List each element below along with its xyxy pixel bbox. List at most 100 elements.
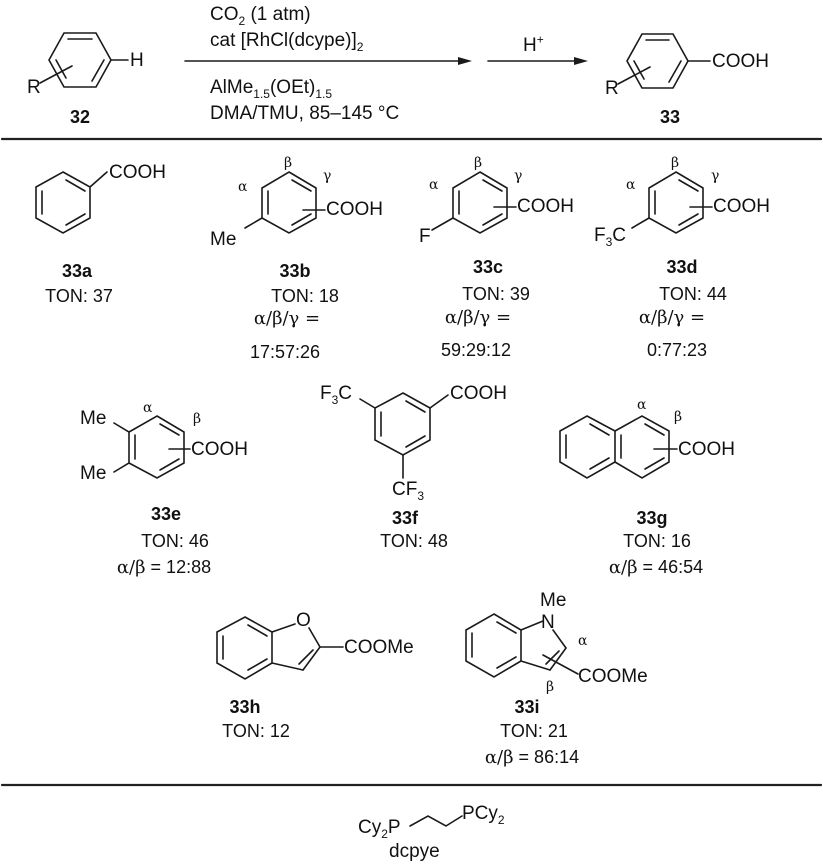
entry-33i-beta: β (546, 679, 555, 695)
ligand-backbone (409, 815, 463, 827)
entry-33e-ring (113, 415, 191, 479)
entry-33i-alpha: α (578, 633, 588, 649)
entry-33b-substituent: Me (210, 229, 237, 250)
entry-33b-ratio: 17:57:26 (249, 342, 321, 362)
reactant-32-ring (39, 32, 129, 88)
entry-33h-ton: TON: 12 (222, 721, 290, 741)
entry-33e-substituent-2: Me (80, 463, 107, 484)
entry-33c-ton: TON: 39 (462, 284, 530, 304)
entry-33c-number: 33c (472, 257, 504, 277)
entry-33i-ring (465, 613, 579, 678)
entry-33d-ring (631, 171, 713, 234)
second-step-acid: H+ (523, 32, 544, 55)
entry-33b-number: 33b (279, 261, 311, 281)
entry-33c-beta: β (474, 155, 483, 171)
entry-33c-gamma: γ (514, 168, 523, 184)
ligand-left-cy: Cy (358, 817, 382, 838)
entry-33f-substituent-2: CF3 (392, 480, 424, 502)
entry-33b-ton: TON: 18 (271, 286, 339, 306)
entry-33f-group: COOH (450, 383, 507, 404)
entry-33g-ring (559, 415, 678, 479)
entry-33i-ratio-label: α/β (484, 747, 514, 768)
entry-33a-ring (35, 171, 108, 234)
entry-33b-ratio-label: α/β/γ = (253, 308, 321, 329)
product-r-label: R (605, 78, 619, 99)
condition-aluminum: AlMe1.5(OEt)1.5 (210, 77, 332, 100)
condition-al-sub2: 1.5 (315, 86, 333, 101)
entry-33c-ratio: 59:29:12 (440, 340, 512, 360)
entry-33i-ton: TON: 21 (500, 721, 568, 741)
entry-33d-ratio-label: α/β/γ = (638, 307, 706, 328)
entry-33d-ton: TON: 44 (659, 284, 727, 304)
acid-sup: + (536, 32, 544, 47)
entry-33e-beta: β (193, 411, 202, 427)
entry-33a-ton: TON: 37 (45, 286, 113, 306)
entry-33c-ring (431, 171, 517, 234)
entry-33c-group: COOH (517, 196, 574, 217)
entry-33i-group: COOMe (578, 666, 648, 687)
entry-33g-ratio: = 46:54 (637, 557, 704, 577)
entry-33i-ratio-line: α/β = 86:14 (485, 748, 579, 767)
entry-33a-group: COOH (109, 162, 166, 183)
entry-33d-number: 33d (666, 257, 698, 277)
condition-solvent-temp: DMA/TMU, 85–145 °C (210, 103, 400, 124)
entry-33d-sub-3: 3 (605, 234, 613, 249)
entry-33d-substituent: F3C (594, 225, 627, 248)
condition-al-main: AlMe (210, 77, 254, 98)
entry-33h-number: 33h (229, 697, 261, 717)
condition-co2-sub: 2 (238, 13, 246, 28)
entry-33b-alpha: α (238, 179, 248, 195)
entry-33i-ratio: = 86:14 (513, 747, 580, 767)
entry-33f-substituent-1: F3C (320, 383, 353, 406)
entry-33d-sub-c: C (612, 225, 627, 246)
entry-33b-ring (244, 171, 326, 234)
entry-33g-alpha: α (637, 397, 647, 413)
entry-33d-beta: β (671, 155, 680, 171)
reactant-h-label: H (130, 50, 144, 71)
ligand-left-p: P (387, 817, 401, 838)
ligand-right-pcy: PCy (462, 803, 498, 824)
entry-33f-sub2-3: 3 (417, 488, 425, 503)
entry-33h-ring (216, 616, 344, 680)
reaction-arrow-2 (487, 57, 588, 65)
entry-33b-group: COOH (326, 199, 383, 220)
entry-33h-heteroatom: O (296, 610, 311, 631)
condition-co2-rest: (1 atm) (245, 4, 311, 25)
product-cooh-label: COOH (712, 51, 769, 72)
entry-33e-ratio-line: α/β = 12:88 (117, 558, 211, 577)
condition-al-sub1: 1.5 (253, 86, 270, 101)
entry-33d-ratio: 0:77:23 (646, 340, 708, 360)
product-compound-number: 33 (659, 107, 681, 127)
entry-33c-ratio-label: α/β/γ = (444, 307, 512, 328)
entry-33e-ratio: = 12:88 (145, 557, 212, 577)
entry-33e-group: COOH (191, 439, 248, 460)
entry-33g-ton: TON: 16 (623, 531, 691, 551)
entry-33d-sub-f: F (594, 225, 606, 246)
entry-33e-alpha: α (143, 400, 153, 416)
condition-co2: CO2 (1 atm) (210, 4, 311, 27)
condition-al-mid: (OEt) (269, 77, 316, 98)
reactant-r-label: R (27, 77, 41, 98)
entry-33i-number: 33i (514, 697, 540, 717)
entry-33h-group: COOMe (344, 637, 414, 658)
entry-33e-ton: TON: 46 (141, 531, 209, 551)
entry-33g-ratio-line: α/β = 46:54 (609, 558, 703, 577)
ligand-name: dcpye (389, 841, 440, 862)
entry-33g-beta: β (674, 409, 683, 425)
entry-33a-number: 33a (61, 261, 93, 281)
ligand-left-sub: 2 (381, 826, 388, 841)
ligand-right-sub: 2 (497, 812, 505, 827)
reactant-compound-number: 32 (69, 107, 91, 127)
ligand-left-group: Cy2P (358, 817, 401, 840)
entry-33d-alpha: α (626, 177, 636, 193)
entry-33g-ratio-label: α/β (608, 557, 638, 578)
entry-33c-substituent: F (419, 226, 431, 247)
entry-33d-gamma: γ (711, 168, 720, 184)
entry-33b-gamma: γ (323, 168, 332, 184)
condition-catalyst-main: cat [RhCl(dcype)] (210, 30, 357, 51)
ligand-right-group: PCy2 (462, 803, 505, 826)
condition-catalyst-sub: 2 (356, 39, 364, 54)
entry-33f-sub1-c: C (338, 383, 353, 404)
entry-33f-sub1-3: 3 (331, 392, 339, 407)
